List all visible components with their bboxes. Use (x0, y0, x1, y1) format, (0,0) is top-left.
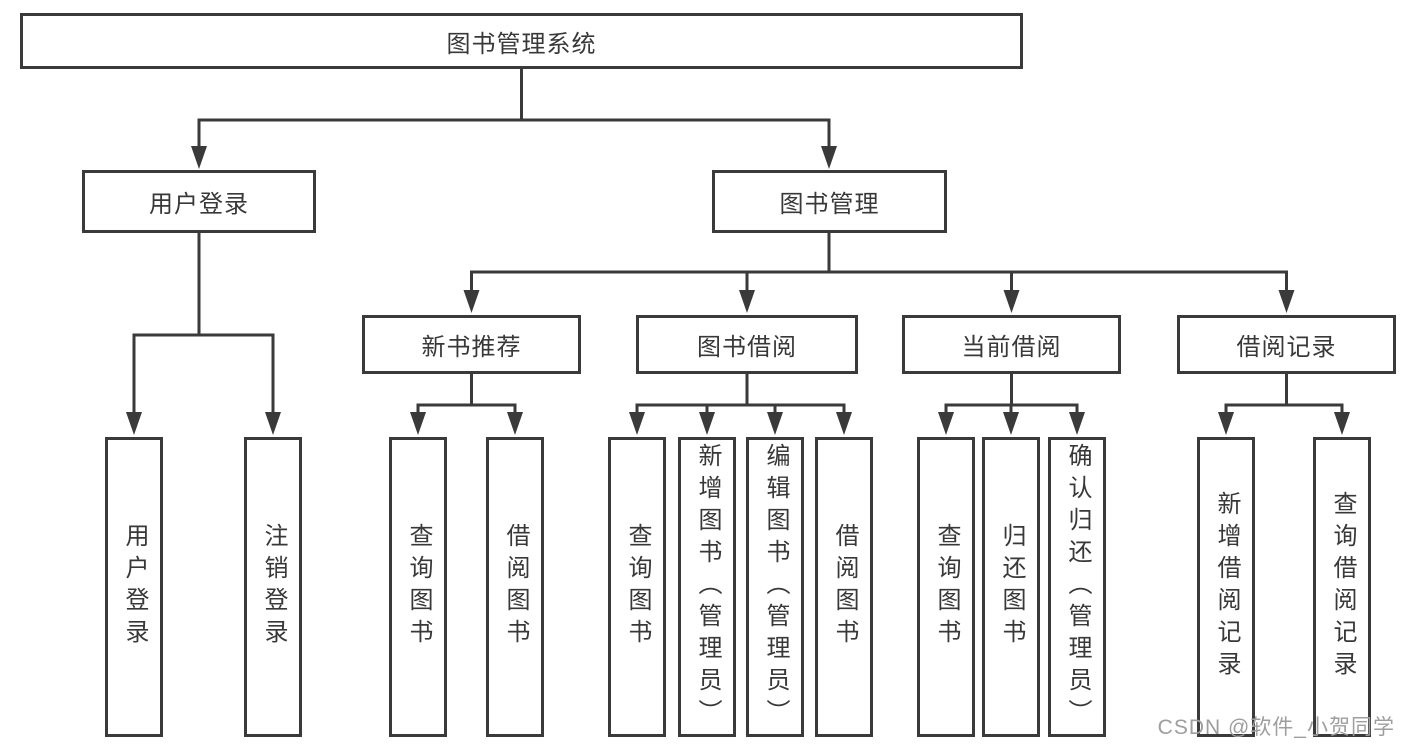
leaf-borrow-books-recommend-label: 借阅图书 (502, 523, 529, 651)
root-node-label: 图书管理系统 (446, 30, 597, 58)
leaf-query-books-recommend: 查询图书 (389, 437, 447, 737)
arrow-down-icon (821, 146, 837, 169)
leaf-logout: 注销登录 (244, 437, 302, 737)
node-current-borrow: 当前借阅 (902, 315, 1121, 374)
arrow-down-icon (265, 412, 281, 435)
leaf-return-books-label: 归还图书 (998, 523, 1025, 651)
arrow-down-icon (767, 412, 783, 435)
node-current-borrow-label: 当前借阅 (961, 334, 1062, 361)
leaf-query-books-borrow-label: 查询图书 (624, 523, 651, 651)
node-user-login-label: 用户登录 (149, 191, 249, 218)
leaf-add-books-admin-label: 新增图书（管理员） (694, 443, 721, 731)
leaf-user-login-label: 用户登录 (121, 523, 148, 651)
leaf-borrow-books: 借阅图书 (815, 437, 873, 737)
leaf-query-borrow-record-label: 查询借阅记录 (1329, 491, 1356, 683)
leaf-borrow-books-label: 借阅图书 (831, 523, 858, 651)
arrow-down-icon (739, 290, 755, 313)
arrow-down-icon (1334, 412, 1350, 435)
node-book-management: 图书管理 (712, 170, 947, 233)
edge-root-to-level2 (191, 66, 837, 169)
edge-book-management-children (463, 231, 1295, 313)
node-book-borrow: 图书借阅 (636, 315, 858, 374)
arrow-down-icon (410, 412, 426, 435)
leaf-add-books-admin: 新增图书（管理员） (678, 437, 736, 737)
arrow-down-icon (1069, 412, 1085, 435)
leaf-confirm-return-admin-label: 确认归还（管理员） (1064, 443, 1091, 731)
leaf-edit-books-admin: 编辑图书（管理员） (746, 437, 804, 737)
node-book-management-label: 图书管理 (779, 191, 880, 218)
node-borrow-record-label: 借阅记录 (1236, 334, 1337, 361)
leaf-query-books-current: 查询图书 (917, 437, 975, 737)
arrow-down-icon (463, 290, 480, 313)
leaf-query-books-borrow: 查询图书 (608, 437, 666, 737)
leaf-add-borrow-record: 新增借阅记录 (1197, 437, 1255, 737)
edge-borrow-record-children (1218, 372, 1350, 435)
node-book-borrow-label: 图书借阅 (697, 334, 797, 361)
arrow-down-icon (1218, 412, 1234, 435)
root-node-library-system: 图书管理系统 (20, 13, 1023, 69)
node-new-book-recommend-label: 新书推荐 (421, 334, 522, 361)
leaf-logout-label: 注销登录 (260, 523, 287, 651)
arrow-down-icon (191, 146, 207, 169)
leaf-query-books-current-label: 查询图书 (933, 523, 960, 651)
arrow-down-icon (629, 412, 645, 435)
edge-current-borrow-children (938, 372, 1085, 435)
edge-user-login-children (126, 231, 281, 435)
arrow-down-icon (1003, 290, 1020, 313)
csdn-watermark: CSDN @软件_小贺同学 (1157, 716, 1395, 739)
edge-new-book-recommend-children (410, 372, 523, 435)
arrow-down-icon (938, 412, 954, 435)
leaf-add-borrow-record-label: 新增借阅记录 (1213, 491, 1240, 683)
edge-book-borrow-children (629, 372, 852, 435)
node-user-login: 用户登录 (82, 170, 316, 233)
arrow-down-icon (1278, 290, 1295, 313)
leaf-borrow-books-recommend: 借阅图书 (486, 437, 544, 737)
arrow-down-icon (507, 412, 523, 435)
arrow-down-icon (1003, 412, 1019, 435)
leaf-query-books-recommend-label: 查询图书 (405, 523, 432, 651)
leaf-query-borrow-record: 查询借阅记录 (1313, 437, 1371, 737)
node-new-book-recommend: 新书推荐 (362, 315, 581, 374)
arrow-down-icon (699, 412, 715, 435)
leaf-return-books: 归还图书 (982, 437, 1040, 737)
arrow-down-icon (836, 412, 852, 435)
leaf-user-login: 用户登录 (105, 437, 163, 737)
leaf-confirm-return-admin: 确认归还（管理员） (1048, 437, 1106, 737)
arrow-down-icon (126, 412, 142, 435)
leaf-edit-books-admin-label: 编辑图书（管理员） (762, 443, 789, 731)
node-borrow-record: 借阅记录 (1177, 315, 1396, 374)
